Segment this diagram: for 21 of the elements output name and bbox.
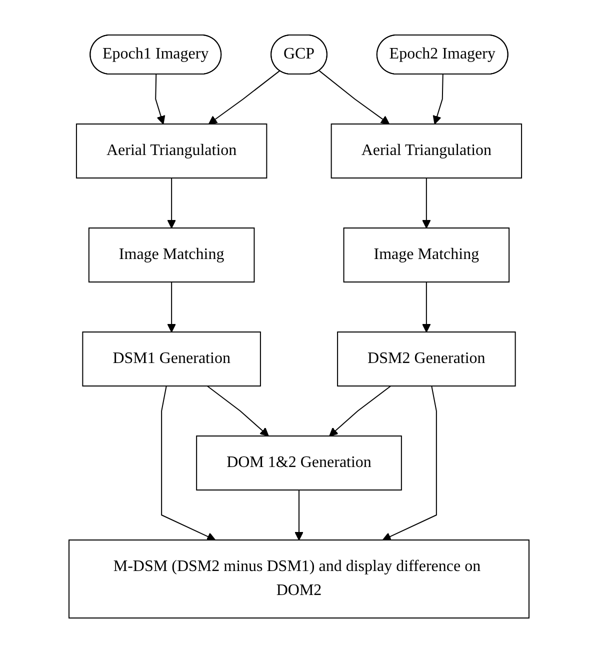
arrow [422,177,431,228]
arrow [432,74,444,124]
node-box: Image Matching [343,227,510,282]
arrow [208,70,280,124]
node-box: Image Matching [88,227,255,282]
arrow [329,385,392,436]
arrow [155,74,166,124]
arrow [161,385,216,540]
arrow [294,489,304,540]
node-box: DSM1 Generation [82,331,261,386]
node-box: DOM 1&2 Generation [196,435,402,490]
node-box: M-DSM (DSM2 minus DSM1) and display difference on DOM2 [68,539,530,618]
arrow [167,177,176,228]
arrow [206,385,269,436]
node-box: DSM2 Generation [337,331,516,386]
node-box: Aerial Triangulation [76,123,268,178]
arrow [167,281,176,332]
node-box: Aerial Triangulation [330,123,522,178]
arrow [318,70,390,124]
arrow [422,281,431,332]
arrow [382,385,437,540]
